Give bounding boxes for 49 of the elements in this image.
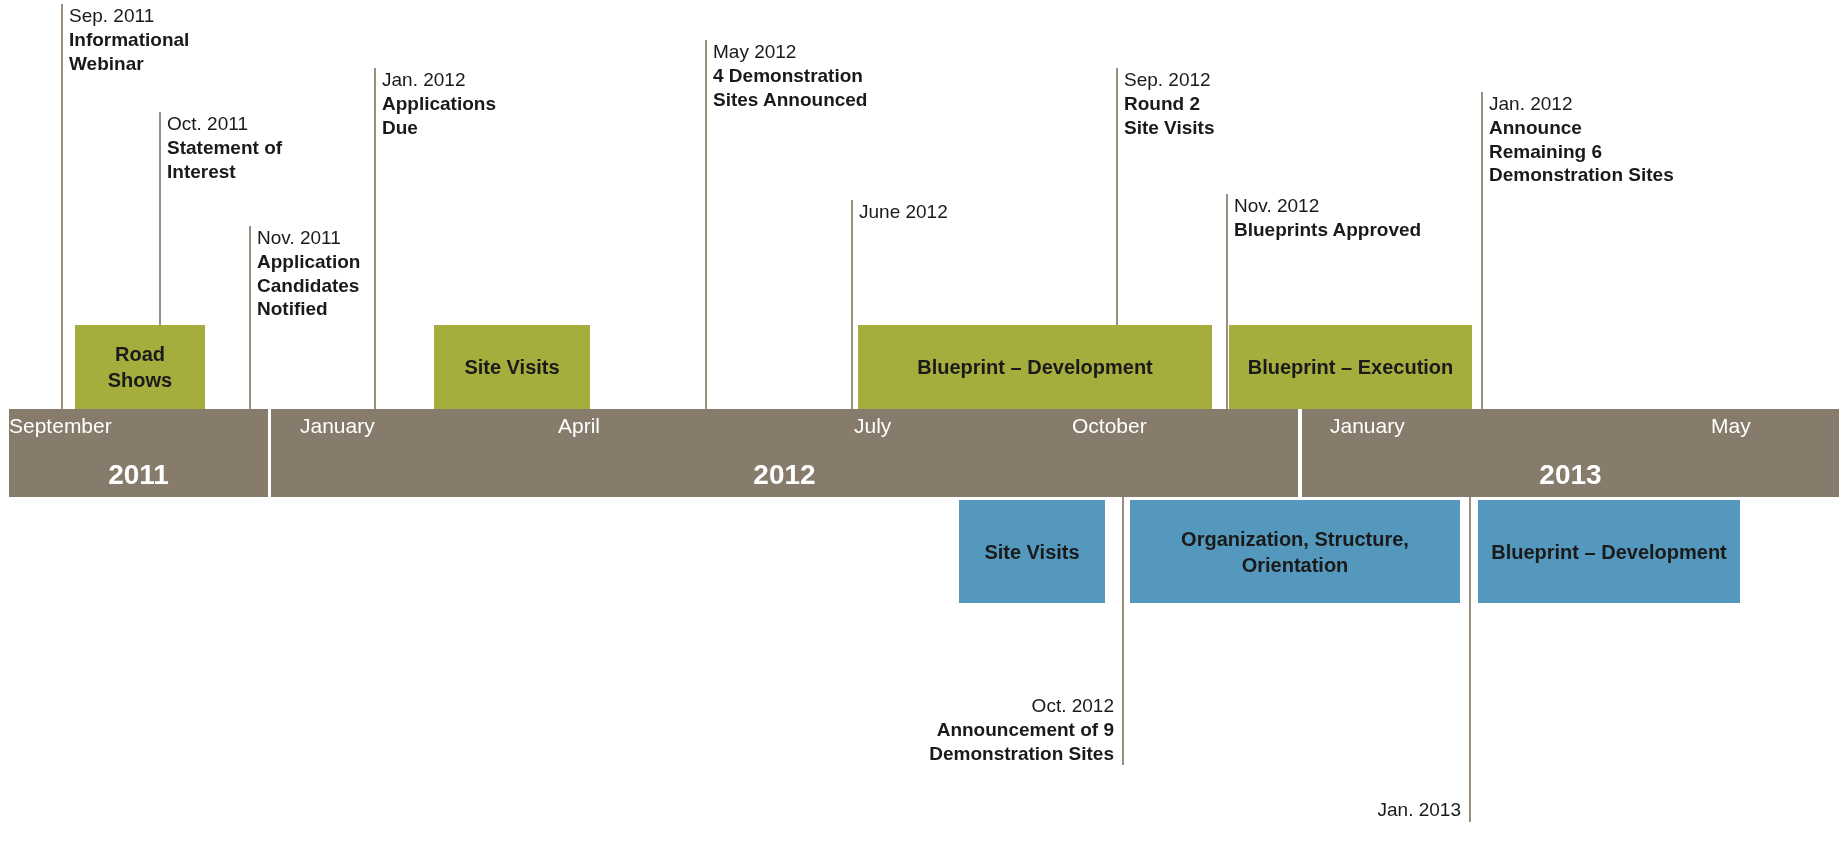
activity-box: Road Shows <box>75 325 205 409</box>
date-text: May 2012 <box>713 40 798 64</box>
activity-box: Blueprint – Development <box>858 325 1212 409</box>
milestone-text: Announcement of 9 Demonstration Sites <box>928 717 1114 766</box>
month-label: May <box>1711 414 1751 438</box>
milestone-text: Informational Webinar <box>69 27 191 76</box>
date-text: Nov. 2011 <box>257 226 342 250</box>
leader-line <box>249 225 251 410</box>
month-label: January <box>300 414 375 438</box>
timeline-band <box>1302 409 1839 497</box>
date-text: Nov. 2012 <box>1234 194 1321 218</box>
month-label: July <box>854 414 892 438</box>
milestone-text: Application Candidates Notified <box>257 249 362 321</box>
month-label: September <box>9 414 112 438</box>
month-label: October <box>1072 414 1147 438</box>
leader-line <box>61 3 63 410</box>
activity-box: Site Visits <box>434 325 590 409</box>
milestone-text: Round 2 Site Visits <box>1124 91 1216 140</box>
month-label: April <box>558 414 600 438</box>
leader-line <box>851 199 853 410</box>
date-text: Oct. 2011 <box>167 112 249 136</box>
year-label: 2012 <box>753 459 816 491</box>
activity-box: Blueprint – Execution <box>1229 325 1472 409</box>
leader-line <box>1226 193 1228 410</box>
timeline-band <box>271 409 1298 497</box>
leader-line <box>1481 91 1483 410</box>
activity-box: Site Visits <box>959 500 1105 603</box>
timeline-band <box>9 409 268 497</box>
milestone-text: Announce Remaining 6 Demonstration Sites <box>1489 115 1675 187</box>
date-text: Jan. 2012 <box>1489 92 1574 116</box>
activity-box: Blueprint – Development <box>1478 500 1740 603</box>
milestone-text: Blueprints Approved <box>1234 217 1423 242</box>
year-label: 2011 <box>108 459 169 491</box>
leader-line <box>705 39 707 410</box>
date-text: June 2012 <box>859 200 949 224</box>
date-text: Oct. 2012 <box>1030 694 1114 718</box>
milestone-text: 4 Demonstration Sites Announced <box>713 63 869 112</box>
activity-box: Organization, Structure, Orientation <box>1130 500 1460 603</box>
year-label: 2013 <box>1539 459 1602 491</box>
date-text: Sep. 2012 <box>1124 68 1212 92</box>
date-text: Sep. 2011 <box>69 4 156 28</box>
milestone-text: Statement of Interest <box>167 135 284 184</box>
month-label: January <box>1330 414 1405 438</box>
date-text: Jan. 2012 <box>382 68 467 92</box>
leader-line <box>374 67 376 410</box>
leader-line <box>1122 496 1124 766</box>
date-text: Jan. 2013 <box>1376 798 1461 822</box>
leader-line <box>1469 496 1471 823</box>
milestone-text: Applications Due <box>382 91 497 140</box>
